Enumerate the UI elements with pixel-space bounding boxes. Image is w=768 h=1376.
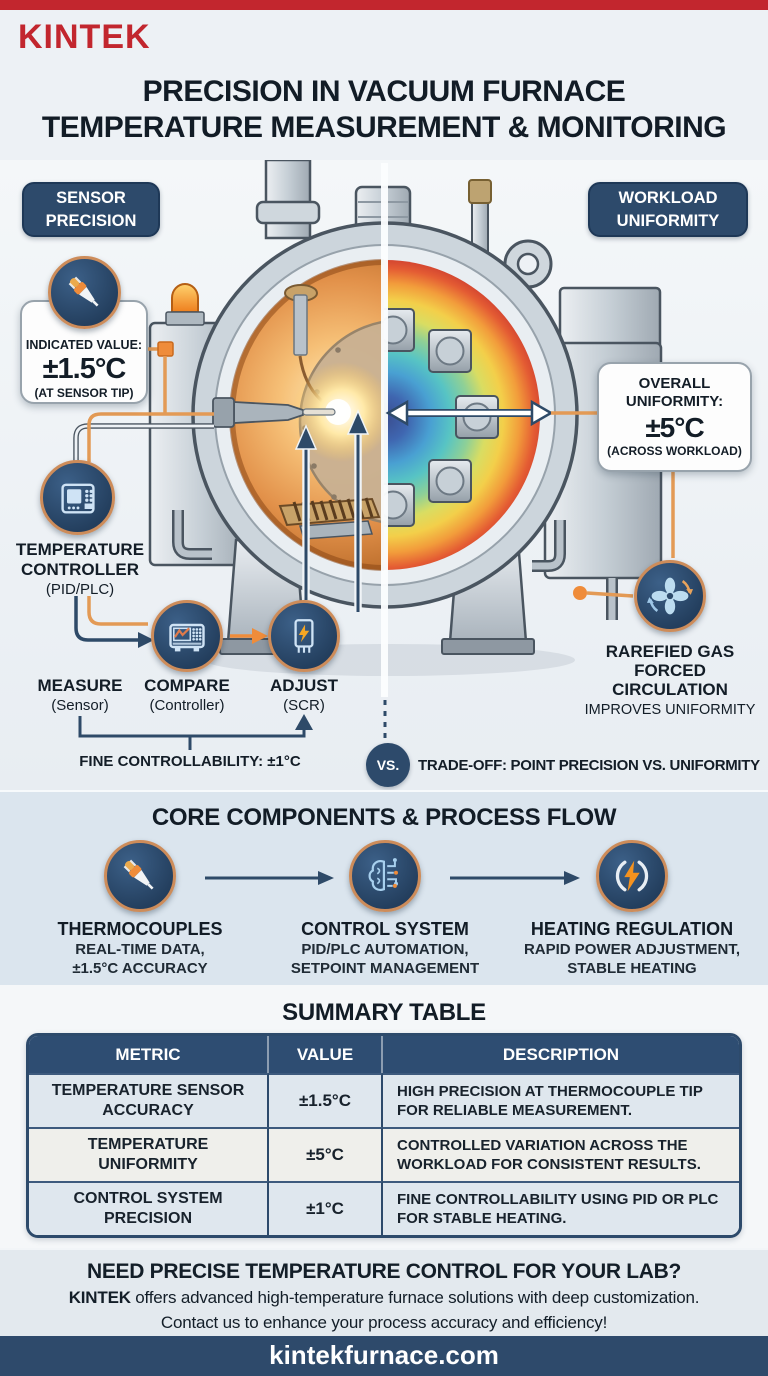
fine-controllability-label: FINE CONTROLLABILITY: ±1°C [79, 753, 301, 770]
circulation-label: RAREFIED GAS FORCED CIRCULATION IMPROVES… [584, 642, 756, 718]
column-header-value: VALUE [269, 1036, 383, 1073]
flow-arrows [205, 871, 580, 885]
flow-item-heating-regulation: HEATING REGULATION RAPID POWER ADJUSTMEN… [507, 840, 757, 978]
controller-label: TEMPERATURE CONTROLLER (PID/PLC) [15, 540, 145, 598]
workload-block [428, 329, 472, 373]
step-measure-label: MEASURE (Sensor) [37, 676, 123, 714]
brand-logo: KINTEK [18, 18, 151, 56]
brain-circuit-icon [349, 840, 421, 912]
column-header-description: DESCRIPTION [383, 1036, 739, 1073]
cta-headline: NEED PRECISE TEMPERATURE CONTROL FOR YOU… [86, 1260, 682, 1283]
half-divider-line [381, 163, 388, 697]
table-row: TEMPERATURE SENSOR ACCURACY ±1.5°C HIGH … [29, 1073, 739, 1127]
workload-block [384, 483, 415, 527]
power-bolt-icon [596, 840, 668, 912]
vs-badge: VS. [366, 743, 410, 787]
process-flow-title: CORE COMPONENTS & PROCESS FLOW [151, 804, 617, 831]
uniformity-note: (ACROSS WORKLOAD) [607, 444, 742, 458]
arrow-to-compare [138, 632, 154, 648]
up-arrow [294, 424, 318, 450]
fan-icon [634, 560, 706, 632]
page-title-line1: PRECISION IN VACUUM FURNACE [142, 75, 626, 108]
furnace-illustration [73, 160, 675, 750]
cta-body-line2: Contact us to enhance your process accur… [160, 1313, 608, 1332]
arrow-to-adjust [252, 628, 268, 644]
furnace-right-step [558, 286, 662, 352]
top-accent-bar [0, 0, 768, 10]
footer-bar: kintekfurnace.com [0, 1336, 768, 1376]
scr-lightning-icon [268, 600, 340, 672]
temperature-controller-icon [40, 460, 115, 535]
thermocouple-icon [48, 256, 121, 329]
column-header-metric: METRIC [29, 1036, 269, 1073]
cta-body-line1: KINTEK offers advanced high-temperature … [68, 1288, 700, 1307]
top-pipe [264, 160, 312, 240]
up-arrow [346, 409, 370, 435]
flow-item-thermocouples: THERMOCOUPLES REAL-TIME DATA, ±1.5°C ACC… [15, 840, 265, 978]
indicated-value: ±1.5°C [42, 353, 127, 385]
furnace-diagram-section: SENSOR PRECISION WORKLOAD UNIFORMITY IND… [0, 160, 768, 790]
cta-section: NEED PRECISE TEMPERATURE CONTROL FOR YOU… [0, 1248, 768, 1336]
page-title: PRECISION IN VACUUM FURNACE TEMPERATURE … [0, 74, 768, 146]
table-header-row: METRIC VALUE DESCRIPTION [29, 1036, 739, 1073]
indicated-value-note: (AT SENSOR TIP) [34, 386, 134, 400]
workload-uniformity-badge: WORKLOAD UNIFORMITY [588, 182, 748, 237]
double-arrow-right-head [530, 399, 554, 427]
flow-item-control-system: CONTROL SYSTEM PID/PLC AUTOMATION, SETPO… [260, 840, 510, 978]
wire-node [157, 341, 174, 357]
workload-block [428, 459, 472, 503]
step-adjust-label: ADJUST (SCR) [269, 676, 338, 714]
thermocouple-icon [104, 840, 176, 912]
double-arrow-left-head [385, 399, 409, 427]
indicator-light-icon [171, 283, 199, 313]
tradeoff-label: TRADE-OFF: POINT PRECISION VS. UNIFORMIT… [418, 757, 760, 774]
footer-url: kintekfurnace.com [269, 1340, 499, 1370]
overall-uniformity-card: OVERALL UNIFORMITY: ±5°C (ACROSS WORKLOA… [597, 362, 752, 472]
process-flow-section: CORE COMPONENTS & PROCESS FLOW THERMOCOU… [0, 790, 768, 985]
uniformity-value: ±5°C [645, 412, 704, 443]
wire-node [573, 586, 587, 600]
step-compare-label: COMPARE (Controller) [144, 676, 230, 714]
summary-section: SUMMARY TABLE METRIC VALUE DESCRIPTION T… [0, 985, 768, 1248]
sensor-precision-badge: SENSOR PRECISION [22, 182, 160, 237]
table-row: CONTROL SYSTEM PRECISION ±1°C FINE CONTR… [29, 1181, 739, 1235]
summary-table: METRIC VALUE DESCRIPTION TEMPERATURE SEN… [26, 1033, 742, 1238]
summary-title: SUMMARY TABLE [282, 999, 486, 1026]
indicated-value-label: INDICATED VALUE: [25, 338, 143, 352]
workload-block [384, 308, 415, 352]
bracket-arrow [295, 714, 313, 730]
oscilloscope-icon [151, 600, 223, 672]
page-title-line2: TEMPERATURE MEASUREMENT & MONITORING [41, 111, 727, 144]
table-row: TEMPERATURE UNIFORMITY ±5°C CONTROLLED V… [29, 1127, 739, 1181]
